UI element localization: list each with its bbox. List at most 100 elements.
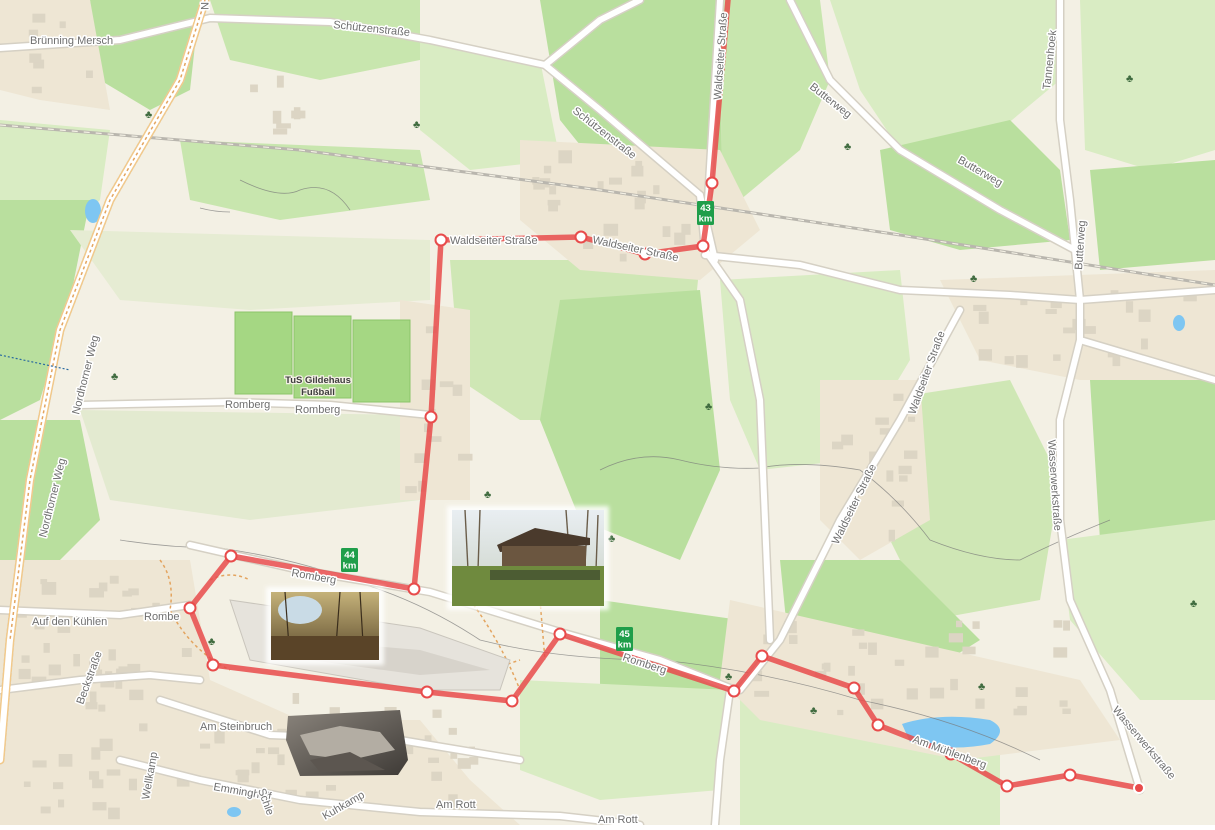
pond — [227, 807, 241, 817]
building — [597, 181, 604, 190]
building — [448, 794, 458, 807]
building — [29, 53, 42, 63]
field-area — [80, 410, 420, 520]
building — [906, 688, 918, 700]
building — [425, 326, 437, 334]
tree-icon: ♣ — [608, 533, 615, 545]
building — [276, 123, 291, 129]
building — [1183, 295, 1197, 302]
route-node[interactable] — [420, 685, 434, 699]
route-node[interactable] — [1063, 768, 1077, 782]
tree-icon: ♣ — [978, 681, 985, 693]
building — [1016, 355, 1028, 368]
sports-pitch — [352, 319, 411, 403]
building — [291, 110, 306, 119]
building — [28, 29, 39, 37]
route-end-marker[interactable] — [1133, 782, 1145, 794]
km-marker-unit: km — [699, 214, 713, 225]
building — [832, 441, 844, 450]
route-node[interactable] — [224, 549, 238, 563]
building — [929, 687, 945, 699]
building — [841, 434, 853, 446]
building — [547, 199, 561, 206]
building — [886, 470, 894, 482]
route-node[interactable] — [871, 718, 885, 732]
field-area — [1080, 0, 1215, 170]
tree-icon: ♣ — [810, 705, 817, 717]
route[interactable] — [183, 0, 1145, 794]
building — [23, 781, 31, 787]
building — [214, 728, 224, 742]
km-marker-unit: km — [618, 640, 632, 651]
photo-quarry-rocks[interactable] — [286, 710, 408, 776]
building — [848, 665, 855, 676]
building — [89, 588, 104, 598]
route-node[interactable] — [434, 233, 448, 247]
building — [978, 311, 989, 324]
building — [1112, 355, 1121, 367]
tree-icon: ♣ — [111, 371, 118, 383]
route-node[interactable] — [1000, 779, 1014, 793]
building — [972, 621, 980, 629]
building — [86, 70, 93, 78]
building — [176, 776, 190, 787]
tree-icon: ♣ — [413, 119, 420, 131]
street-label: Am Rott — [598, 814, 638, 825]
route-node[interactable] — [553, 627, 567, 641]
building — [609, 177, 622, 185]
route-node[interactable] — [727, 684, 741, 698]
building — [118, 666, 132, 677]
building — [1004, 356, 1014, 365]
street-label: Brünning Mersch — [30, 35, 113, 47]
building — [1063, 327, 1076, 334]
field-area — [70, 230, 430, 310]
building — [888, 529, 895, 542]
building — [548, 204, 558, 212]
building — [405, 744, 414, 755]
building — [421, 379, 436, 390]
sports-pitch — [293, 315, 352, 399]
building — [53, 782, 64, 790]
building — [681, 223, 691, 235]
route-node[interactable] — [755, 649, 769, 663]
route-node[interactable] — [638, 247, 652, 261]
route-node[interactable] — [505, 694, 519, 708]
building — [904, 450, 918, 459]
route-node[interactable] — [183, 601, 197, 615]
route-node[interactable] — [574, 230, 588, 244]
route-node[interactable] — [944, 747, 958, 761]
photo-forest-hollow[interactable] — [266, 587, 384, 665]
route-node[interactable] — [206, 658, 220, 672]
km-marker-value: 45 — [619, 629, 630, 640]
settlement-area — [720, 600, 1120, 760]
building — [1063, 620, 1070, 631]
building — [98, 582, 108, 592]
building — [277, 754, 285, 766]
building — [237, 769, 249, 783]
building — [32, 13, 46, 23]
route-node[interactable] — [696, 239, 710, 253]
building — [292, 693, 300, 704]
route-line[interactable] — [187, 0, 1142, 791]
building — [129, 689, 144, 701]
route-node[interactable] — [424, 410, 438, 424]
tree-icon: ♣ — [970, 273, 977, 285]
tree-icon: ♣ — [844, 141, 851, 153]
building — [662, 226, 671, 237]
building — [635, 160, 643, 169]
building — [452, 384, 463, 396]
photo-wooden-shelter[interactable] — [447, 506, 609, 610]
building — [85, 702, 98, 710]
route-node[interactable] — [705, 176, 719, 190]
route-node[interactable] — [407, 582, 421, 596]
building — [21, 655, 30, 663]
water-bodies — [85, 199, 1185, 817]
building — [1053, 354, 1061, 361]
pond — [1173, 315, 1185, 331]
route-node[interactable] — [847, 681, 861, 695]
km-marker-value: 44 — [344, 550, 355, 561]
building — [92, 779, 104, 789]
building — [276, 75, 284, 88]
